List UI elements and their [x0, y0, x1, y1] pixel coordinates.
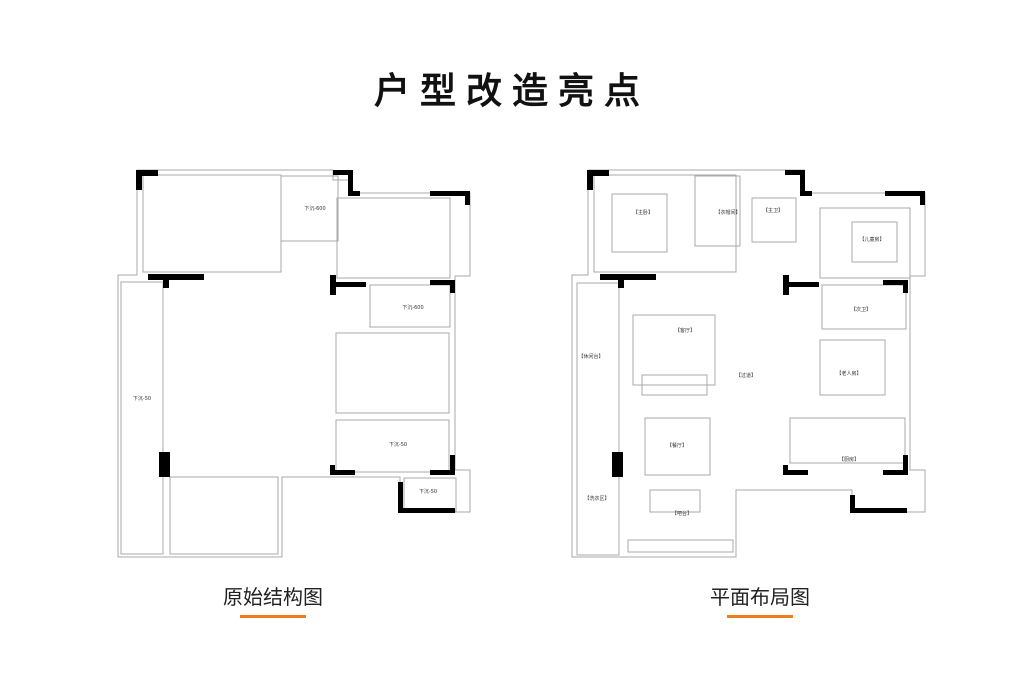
caption-underline — [727, 615, 793, 618]
room-label: 【衣帽间】 — [715, 209, 740, 216]
plan-label: 下沉-600 — [402, 304, 423, 311]
room-label: 【休闲台】 — [578, 353, 603, 360]
caption-underline — [240, 615, 306, 618]
room-label: 【主卧】 — [633, 209, 653, 216]
room-label: 【客厅】 — [675, 327, 695, 334]
room-label: 【吧台】 — [672, 510, 692, 517]
room-label: 【餐厅】 — [667, 442, 687, 449]
room-label: 【次卫】 — [851, 306, 871, 313]
page-title: 户型改造亮点 — [373, 71, 650, 112]
furnished-layout-plan: 【主卧】 【衣帽间】 【主卫】 【儿童房】 【次卫】 【客厅】 【休闲台】 【过… — [571, 169, 926, 558]
room-label: 【厨房】 — [839, 456, 859, 463]
room-label: 【主卫】 — [763, 207, 783, 214]
original-structure-plan: 下沉-600 下沉-600 下沉-50 下沉-50 下沉-50 — [117, 169, 471, 558]
plan-label: 下沉-600 — [304, 205, 325, 212]
room-label: 【洗衣区】 — [584, 495, 609, 502]
original-plan-caption: 原始结构图 — [223, 585, 323, 609]
layout-plan-caption: 平面布局图 — [710, 585, 810, 609]
room-label: 【过道】 — [736, 372, 756, 379]
plan-label: 下沉-50 — [133, 395, 151, 402]
room-label: 【儿童房】 — [859, 236, 884, 243]
room-label: 【老人房】 — [836, 370, 861, 377]
plan-label: 下沉-50 — [419, 488, 437, 495]
plan-label: 下沉-50 — [389, 441, 407, 448]
